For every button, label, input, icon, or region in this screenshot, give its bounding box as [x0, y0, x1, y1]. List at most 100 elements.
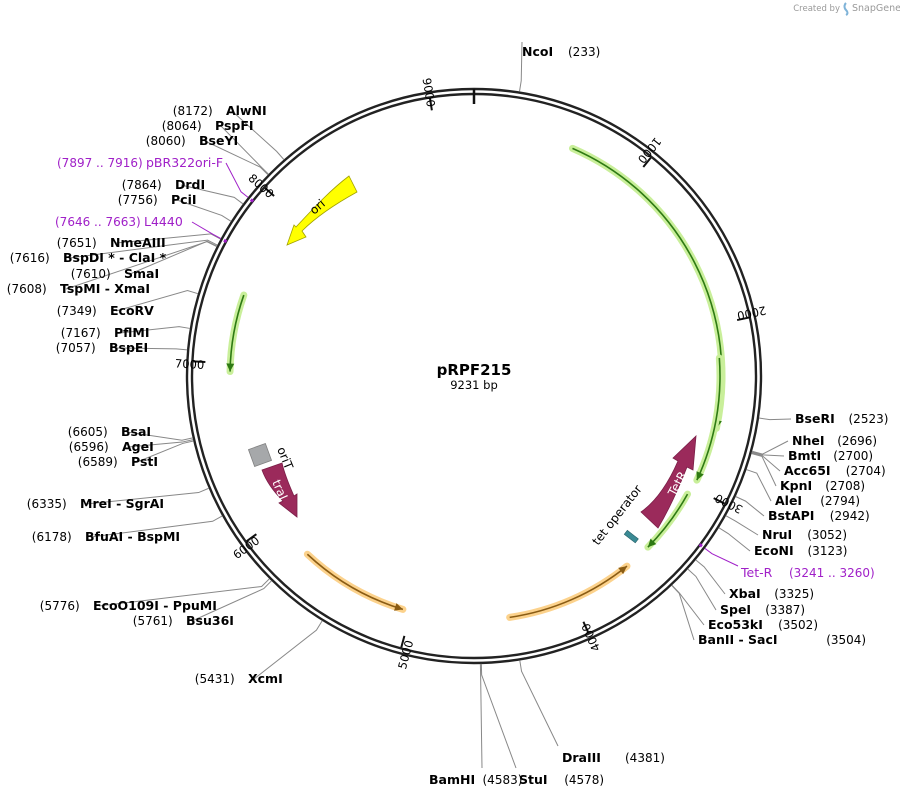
site-bseri[interactable]: BseRI(2523): [795, 411, 888, 426]
site-banii-saci[interactable]: BanII - SacI(3504): [698, 632, 866, 647]
site-name: BspEI: [109, 340, 148, 355]
tick-label-7000: 7000: [175, 356, 205, 372]
site-alei[interactable]: AleI(2794): [775, 493, 860, 508]
site-tspmi-xmai[interactable]: (7608) TspMI - XmaI: [7, 281, 150, 296]
primer-leader-pbr322ori-f: [225, 162, 249, 198]
site-position: (3387): [765, 603, 805, 617]
leader-psti: [136, 440, 194, 463]
leader-alei: [746, 469, 772, 502]
site-bamhi[interactable]: BamHI(4583): [429, 772, 522, 787]
primer-leader-tet-r: [704, 547, 739, 567]
site-xcmi[interactable]: (5431)XcmI: [195, 671, 283, 686]
arc-top: [572, 147, 723, 429]
site-kpni[interactable]: KpnI(2708): [780, 478, 865, 493]
leader-bseri: [758, 417, 792, 421]
leader-bsu36i: [191, 580, 272, 622]
site-position: (233): [568, 45, 600, 59]
site-nmeaiii[interactable]: (7651)NmeAIII: [57, 235, 166, 250]
site-bstapi[interactable]: BstAPI(2942): [768, 508, 870, 523]
site-position: (7057): [56, 341, 96, 355]
tick-label-1000: 1000: [635, 135, 664, 167]
site-bspei[interactable]: (7057) BspEI: [56, 340, 148, 355]
site-name: MreI - SgrAI: [80, 496, 164, 511]
site-name: DrdI: [175, 177, 205, 192]
site-name: NheI: [792, 433, 825, 448]
site-position: (2708): [825, 479, 865, 493]
site-name: AgeI: [122, 439, 154, 454]
primer-position: (7646 .. 7663): [55, 215, 141, 229]
primer-l4440[interactable]: (7646 .. 7663)L4440: [55, 214, 183, 229]
primer-pbr322ori-f[interactable]: (7897 .. 7916)pBR322ori-F: [57, 155, 223, 170]
primer-tet-r[interactable]: (3241 .. 3260)Tet-R: [740, 565, 875, 580]
tick-5000: [400, 635, 406, 648]
site-position: (2696): [837, 434, 877, 448]
site-name: BseRI: [795, 411, 835, 426]
site-bsai[interactable]: (6605)BsaI: [68, 424, 151, 439]
site-name: XbaI: [729, 586, 761, 601]
site-position: (3502): [778, 618, 818, 632]
site-bsu36i[interactable]: (5761)Bsu36I: [133, 613, 234, 628]
site-position: (3325): [774, 587, 814, 601]
traj-arrow: [261, 462, 298, 518]
site-acc65i[interactable]: Acc65I(2704): [784, 463, 886, 478]
site-name: NmeAIII: [110, 235, 166, 250]
site-position: (2942): [830, 509, 870, 523]
site-ecorv[interactable]: (7349)EcoRV: [57, 303, 154, 318]
site-drdi[interactable]: (7864) DrdI: [122, 177, 205, 192]
tetr-arrow: [640, 434, 697, 529]
site-eco53ki[interactable]: Eco53kI(3502): [708, 617, 818, 632]
site-position: (6589): [78, 455, 118, 469]
tick-4000: [582, 621, 590, 634]
leader-lines: [65, 41, 792, 769]
site-bspdi-clai[interactable]: (7616)BspDI * - ClaI *: [10, 250, 167, 265]
site-pspfi[interactable]: (8064)PspFI: [162, 118, 254, 133]
site-name: Bsu36I: [186, 613, 234, 628]
primer-name: pBR322ori-F: [146, 155, 223, 170]
site-position: (7608): [7, 282, 47, 296]
site-pflmi[interactable]: (7167)PflMI: [61, 325, 150, 340]
tick-label-2000: 2000: [736, 303, 768, 323]
site-agei[interactable]: (6596)AgeI: [69, 439, 154, 454]
site-alwni[interactable]: (8172)AlwNI: [173, 103, 267, 118]
site-name: BanII - SacI: [698, 632, 778, 647]
site-name: TspMI - XmaI: [60, 281, 150, 296]
leader-pcii: [176, 199, 232, 222]
site-ecoo109i-ppumi[interactable]: (5776)EcoO109I - PpuMI: [40, 598, 217, 613]
site-position: (8060): [146, 134, 186, 148]
site-pcii[interactable]: (7756)PciI: [118, 192, 197, 207]
site-position: (4578): [564, 773, 604, 787]
site-xbai[interactable]: XbaI (3325): [729, 586, 814, 601]
site-name: BamHI: [429, 772, 475, 787]
primer-mark-tet-r: [698, 543, 703, 548]
site-name: EcoNI: [754, 543, 794, 558]
arc-tetr-head: [647, 538, 657, 548]
site-smai[interactable]: (7610)SmaI: [71, 266, 159, 281]
site-draiii[interactable]: DraIII(4381): [562, 750, 665, 765]
site-nrui[interactable]: NruI(3052): [762, 527, 847, 542]
site-name: SmaI: [124, 266, 159, 281]
snapgene-logo-icon: [843, 2, 849, 16]
site-ncoi[interactable]: NcoI(233): [522, 44, 600, 59]
site-nhei[interactable]: NheI (2696): [792, 433, 877, 448]
site-stui[interactable]: StuI(4578): [519, 772, 604, 787]
site-name: BspDI * - ClaI *: [63, 250, 167, 265]
site-name: AlwNI: [226, 103, 267, 118]
site-bseyi[interactable]: (8060)BseYI: [146, 133, 238, 148]
site-position: (7864): [122, 178, 162, 192]
site-bfuai-bspmi[interactable]: (6178)BfuAI - BspMI: [32, 529, 180, 544]
plasmid-size: 9231 bp: [450, 378, 498, 392]
leader-bsai: [126, 431, 193, 441]
leader-alwni: [231, 110, 285, 160]
site-spei[interactable]: SpeI(3387): [720, 602, 805, 617]
site-psti[interactable]: (6589)PstI: [78, 454, 158, 469]
leader-bamhi: [479, 663, 483, 769]
site-position: (2700): [833, 449, 873, 463]
site-name: BfuAI - BspMI: [85, 529, 180, 544]
tick-9000: [429, 98, 433, 111]
leader-bspdi-clai: [68, 239, 218, 259]
site-mrei-sgrai[interactable]: (6335)MreI - SgrAI: [27, 496, 164, 511]
site-econi[interactable]: EcoNI(3123): [754, 543, 847, 558]
primer-mark-pbr322ori-f: [249, 198, 255, 203]
tick-7000: [193, 360, 206, 363]
site-bmti[interactable]: BmtI(2700): [788, 448, 873, 463]
